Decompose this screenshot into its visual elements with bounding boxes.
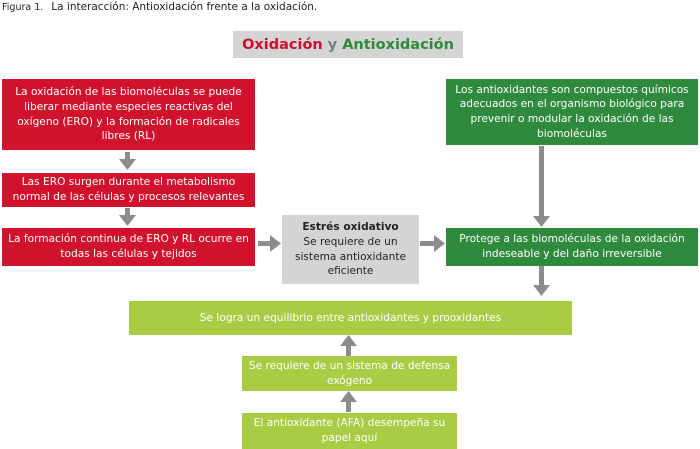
arrow-exogenous-equilibrium [346, 344, 351, 356]
oxidative-stress-body: Se requiere de un sistema antioxidante e… [294, 235, 407, 278]
title-oxidation: Oxidación [242, 36, 323, 53]
box-antioxidants-definition: Los antioxidantes son compuestos químico… [446, 79, 698, 145]
box-equilibrium-text: Se logra un equilibrio entre antioxidant… [199, 311, 502, 324]
box-equilibrium: Se logra un equilibrio entre antioxidant… [129, 301, 572, 335]
box-ros-metabolism-text: Las ERO surgen durante el metabolismo no… [12, 176, 245, 203]
diagram-title: Oxidación y Antioxidación [233, 31, 463, 58]
arrow-afa-exogenous [346, 400, 351, 412]
arrow-green1-green2 [539, 146, 544, 217]
box-ros-oxidation-text: La oxidación de las biomoléculas se pued… [15, 86, 242, 143]
box-ros-metabolism: Las ERO surgen durante el metabolismo no… [2, 173, 255, 207]
box-exogenous-defense: Se requiere de un sistema de defensa exó… [242, 356, 457, 391]
arrow-green2-equilibrium [539, 266, 544, 286]
box-protects-biomolecules: Protege a las biomoléculas de la oxidaci… [446, 228, 698, 266]
box-afa-role-text: El antioxidante (AFA) desempeña su papel… [253, 417, 446, 444]
oxidative-stress-title: Estrés oxidativo [302, 221, 399, 234]
arrowhead-red2-red3 [119, 215, 136, 226]
figure-caption-text: La interacción: Antioxidación frente a l… [51, 1, 318, 13]
arrowhead-exogenous-equilibrium [340, 335, 357, 346]
box-exogenous-defense-text: Se requiere de un sistema de defensa exó… [248, 359, 451, 387]
figure-caption: Figura 1. La interacción: Antioxidación f… [2, 1, 317, 13]
arrow-red3-stress [258, 241, 272, 246]
arrowhead-red1-red2 [119, 159, 136, 170]
box-ros-oxidation: La oxidación de las biomoléculas se pued… [2, 79, 255, 150]
box-continuous-formation: La formación continua de ERO y RL ocurre… [2, 228, 255, 266]
arrowhead-stress-green2 [434, 235, 445, 252]
box-antioxidants-definition-text: Los antioxidantes son compuestos químico… [455, 83, 689, 140]
arrowhead-afa-exogenous [340, 391, 357, 402]
box-protects-biomolecules-text: Protege a las biomoléculas de la oxidaci… [459, 233, 685, 260]
title-antioxidation: Antioxidación [342, 36, 454, 53]
arrow-stress-green2 [420, 241, 436, 246]
arrowhead-green2-equilibrium [533, 285, 550, 296]
box-oxidative-stress: Estrés oxidativo Se requiere de un siste… [282, 215, 419, 284]
box-afa-role: El antioxidante (AFA) desempeña su papel… [242, 413, 457, 449]
box-continuous-formation-text: La formación continua de ERO y RL ocurre… [8, 233, 249, 260]
arrowhead-green1-green2 [533, 216, 550, 227]
figure-number: Figura 1. [2, 2, 44, 13]
arrowhead-red3-stress [270, 235, 281, 252]
arrow-red2-red3 [125, 208, 130, 217]
arrow-red1-red2 [125, 152, 130, 161]
title-and: y [327, 36, 338, 53]
